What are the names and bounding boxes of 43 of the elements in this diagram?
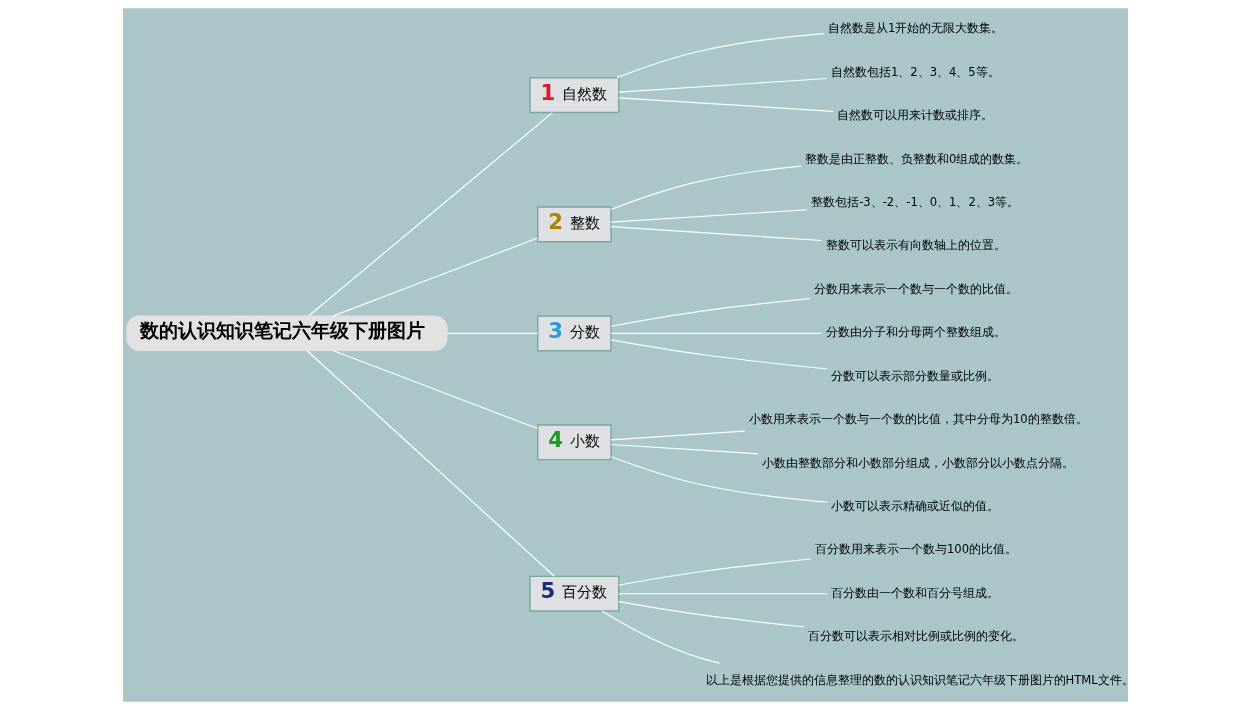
node-text: 整数是由正整数、负整数和0组成的数集。	[804, 151, 1029, 166]
node-text: 百分数由一个数和百分号组成。	[831, 585, 1000, 600]
connector	[610, 430, 746, 441]
connector	[332, 350, 539, 430]
node-text: 自然数包括1、2、3、4、5等。	[830, 64, 1000, 79]
connector	[618, 77, 828, 93]
connector	[306, 350, 555, 577]
node-text: 整数包括-3、-2、-1、0、1、2、3等。	[811, 195, 1020, 210]
node-box: 2 整数	[537, 206, 612, 243]
connector	[618, 97, 834, 112]
node-text: 分数用来表示一个数与一个数的比值。	[814, 281, 1019, 296]
connector	[610, 226, 823, 242]
connector	[610, 209, 808, 223]
node-text: 百分数可以表示相对比例或比例的变化。	[808, 629, 1025, 644]
node-box: 1 自然数	[529, 77, 620, 114]
node-text: 整数可以表示有向数轴上的位置。	[825, 238, 1006, 253]
connector	[610, 456, 828, 503]
connector	[616, 33, 825, 79]
node-box: 4 小数	[537, 424, 612, 461]
node-text: 分数可以表示部分数量或比例。	[831, 368, 1000, 383]
node-text: 小数用来表示一个数与一个数的比值，其中分母为10的整数倍。	[748, 412, 1088, 427]
connector	[618, 593, 828, 595]
connector	[610, 332, 823, 334]
node-text: 百分数用来表示一个数与100的比值。	[815, 542, 1018, 557]
node-text: 自然数可以用来计数或排序。	[837, 108, 994, 123]
node-text: 以上是根据您提供的信息整理的数的认识知识笔记六年级下册图片的HTML文件。	[705, 672, 1134, 687]
node-box: 数的认识知识笔记六年级下册图片	[126, 315, 448, 352]
connector	[618, 558, 812, 586]
connector	[610, 339, 828, 370]
connector	[610, 165, 802, 211]
connector	[332, 237, 539, 317]
node-box: 3 分数	[537, 315, 612, 352]
connector	[308, 112, 553, 317]
node-text: 自然数是从1开始的无限大数集。	[828, 21, 1004, 36]
node-text: 小数可以表示精确或近似的值。	[831, 498, 1000, 513]
connector	[610, 443, 759, 455]
node-text: 小数由整数部分和小数部分组成，小数部分以小数点分隔。	[761, 455, 1074, 470]
node-box: 5 百分数	[529, 575, 620, 612]
node-text: 分数由分子和分母两个整数组成。	[825, 325, 1006, 340]
connector	[446, 332, 539, 334]
connector	[601, 610, 721, 664]
connector	[610, 298, 811, 327]
connector	[618, 601, 805, 628]
